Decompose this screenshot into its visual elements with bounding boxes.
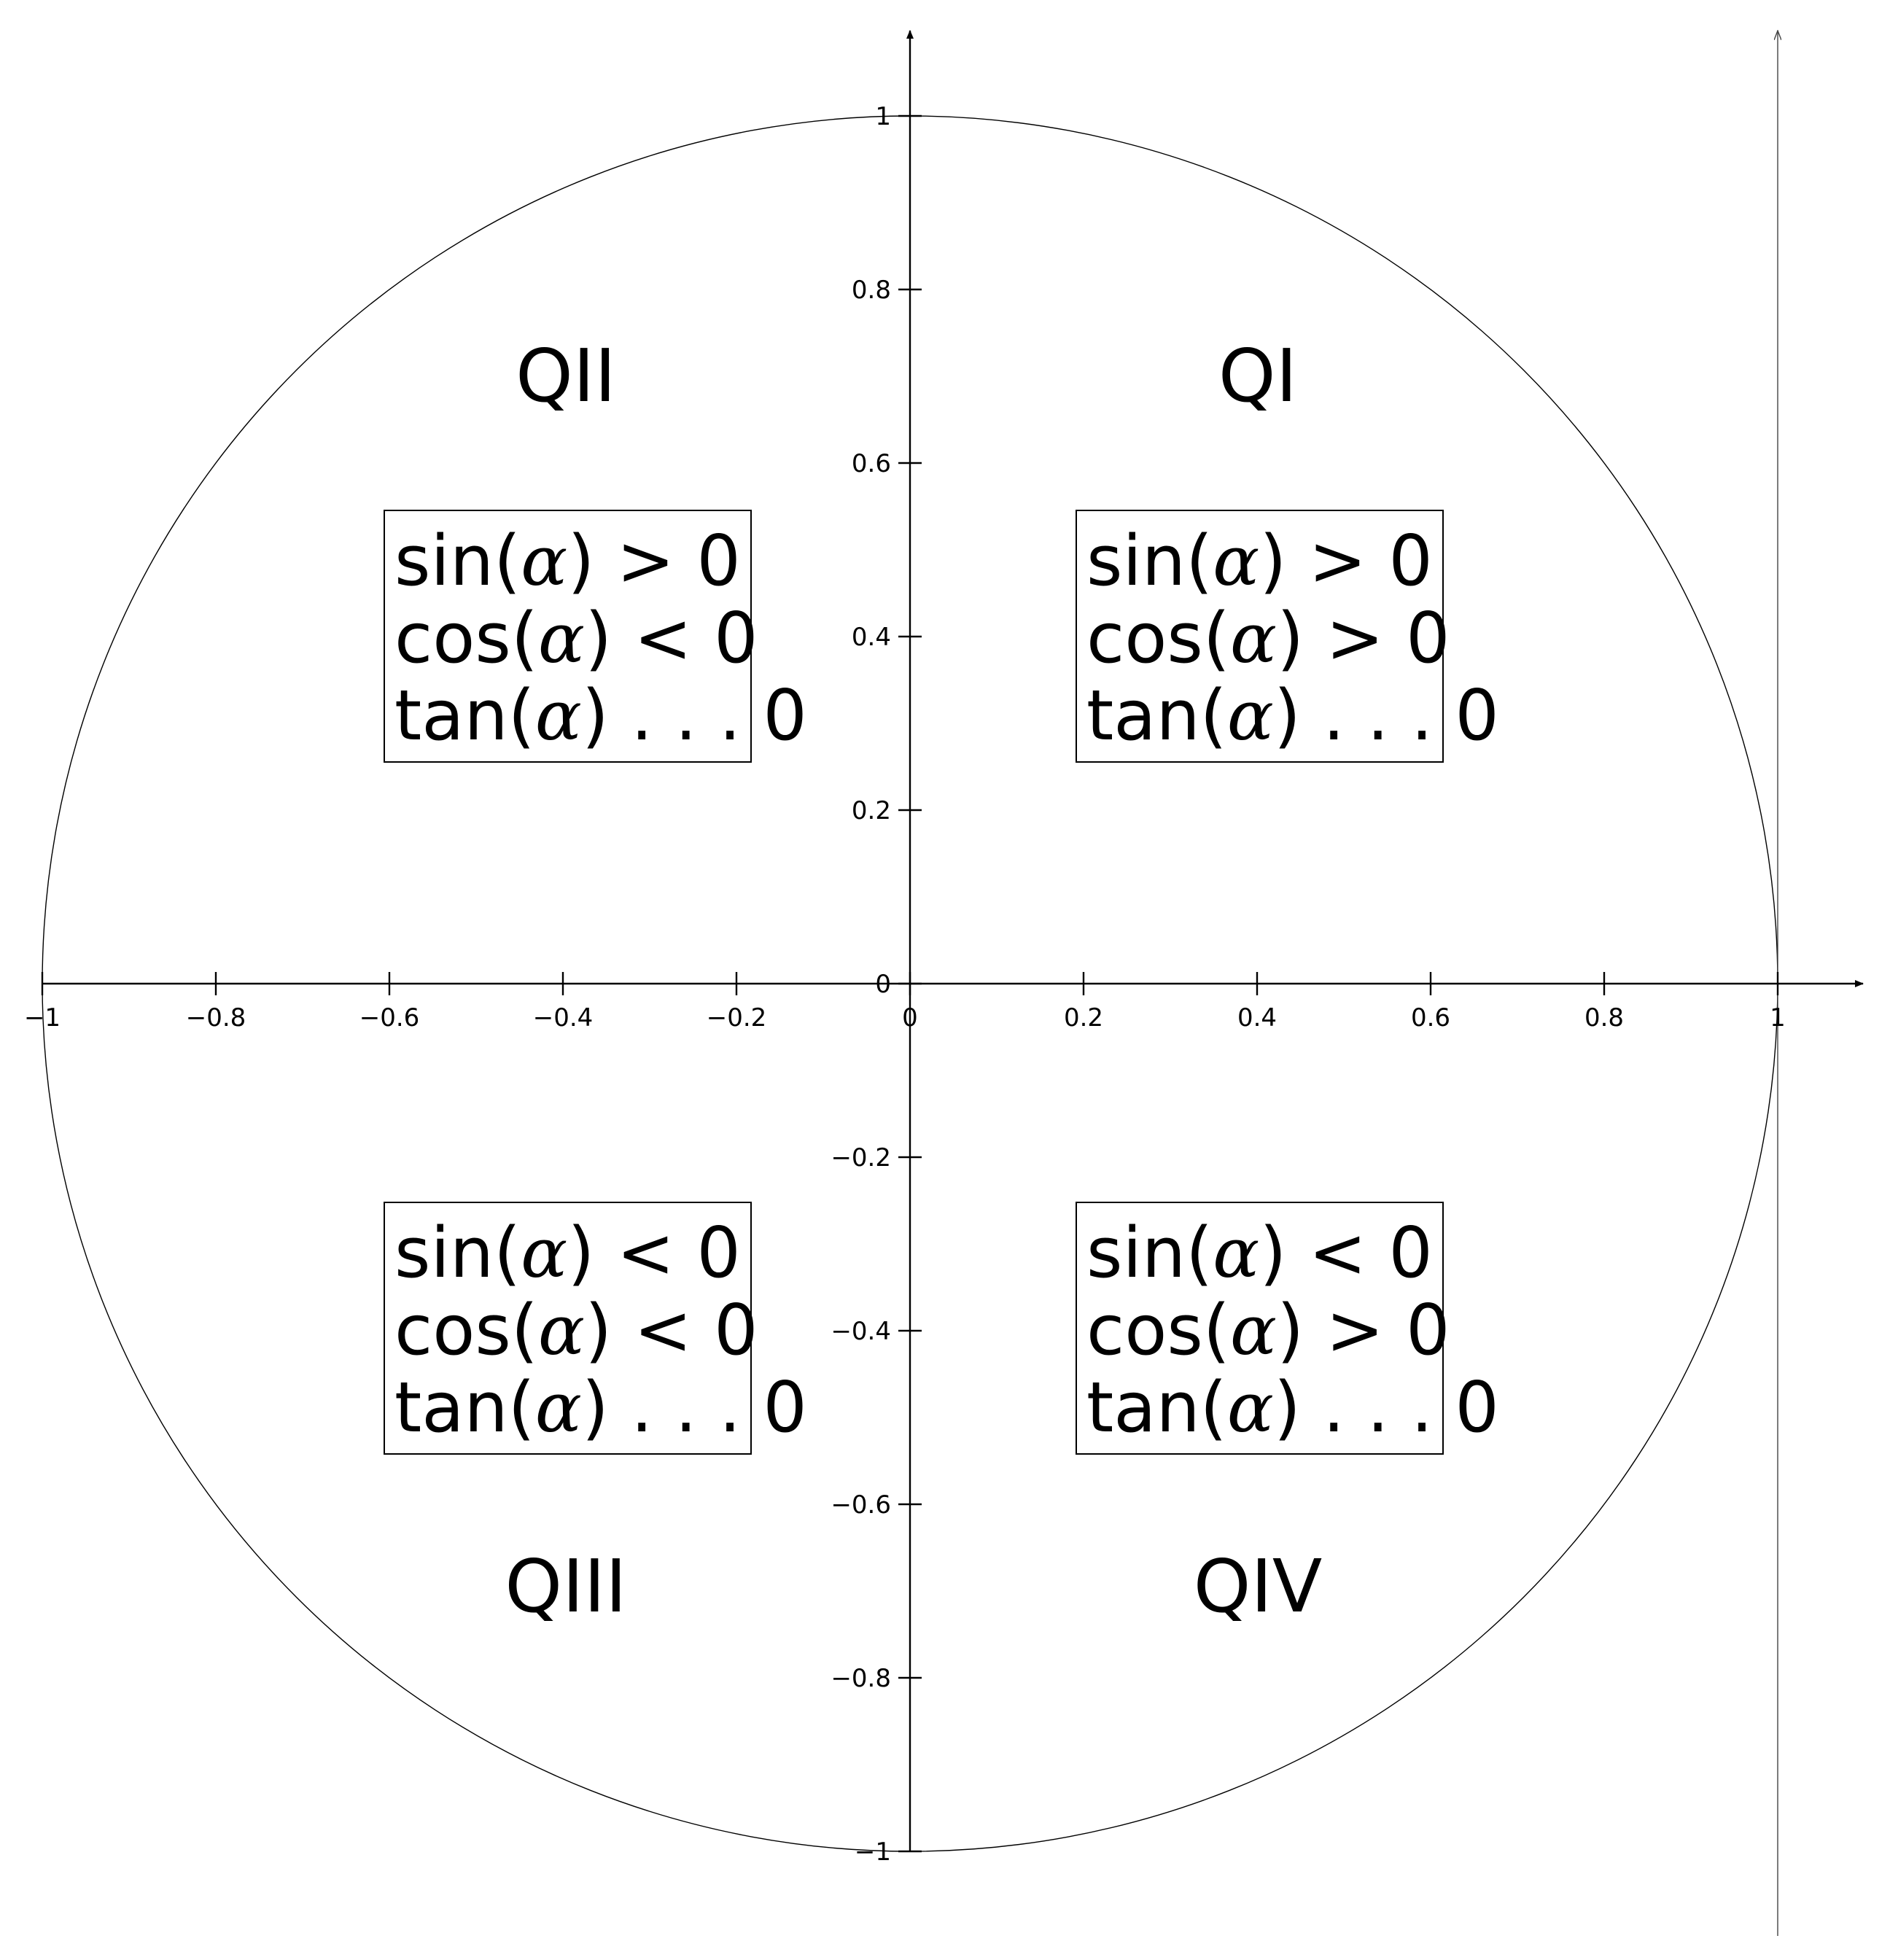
- y-tick-label: 0: [875, 970, 891, 999]
- sign-rule-angle: α: [535, 676, 582, 756]
- sign-rule-comparison: ) > 0: [1259, 521, 1433, 602]
- sign-rule-line: cos(α) > 0: [1086, 1291, 1450, 1371]
- sign-rule-angle: α: [535, 1368, 582, 1448]
- sign-rule-line: tan(α) . . . 0: [394, 1368, 807, 1448]
- sign-rule-angle: α: [538, 1291, 585, 1371]
- x-tick-label: 0.6: [1411, 1003, 1450, 1032]
- sign-rule-line: sin(α) > 0: [1086, 521, 1433, 602]
- x-tick-label: 0.4: [1237, 1003, 1277, 1032]
- sign-rule-angle: α: [1230, 1291, 1277, 1371]
- x-tick-label: 0.8: [1584, 1003, 1624, 1032]
- x-tick-label: 0: [902, 1003, 918, 1032]
- sign-rule-angle: α: [1213, 1213, 1259, 1294]
- sign-rule-line: cos(α) < 0: [394, 599, 758, 679]
- sign-rule-function: tan(: [1086, 676, 1227, 756]
- sign-rule-function: tan(: [394, 676, 535, 756]
- sign-rule-angle: α: [521, 1213, 567, 1294]
- sign-rule-comparison: ) > 0: [1277, 1291, 1450, 1371]
- sign-box-frame: [384, 1202, 752, 1455]
- y-tick-label: −0.6: [831, 1490, 891, 1520]
- x-tick-label: −0.8: [186, 1003, 246, 1032]
- x-tick-label: −1: [24, 1003, 61, 1032]
- y-tick-label: −0.2: [831, 1143, 891, 1172]
- sign-rule-function: cos(: [1086, 1291, 1230, 1371]
- sign-rule-function: sin(: [1086, 1213, 1213, 1294]
- sign-rule-line: tan(α) . . . 0: [1086, 676, 1499, 756]
- sign-rule-comparison: ) . . . 0: [1274, 1368, 1499, 1448]
- sign-rule-function: sin(: [394, 1213, 521, 1294]
- sign-rule-function: tan(: [1086, 1368, 1227, 1448]
- quadrant-title-qiv: QIV: [1194, 1544, 1323, 1629]
- sign-rule-angle: α: [1227, 1368, 1274, 1448]
- x-tick-label: 0.2: [1064, 1003, 1103, 1032]
- sign-rule-angle: α: [1230, 599, 1277, 679]
- sign-rule-comparison: ) > 0: [567, 521, 741, 602]
- sign-box-frame: [384, 510, 752, 763]
- y-tick-label: 0.8: [852, 276, 891, 305]
- y-tick-label: 0.4: [852, 623, 891, 652]
- x-axis-ticks: −1 −0.8 −0.6 −0.4 −0.2 0 0.2 0.4 0.6 0.8 1: [24, 972, 1786, 1032]
- sign-rule-angle: α: [1213, 521, 1259, 602]
- sign-box-frame: [1076, 510, 1444, 763]
- sign-rule-line: sin(α) < 0: [1086, 1213, 1433, 1294]
- sign-rule-comparison: ) < 0: [567, 1213, 741, 1294]
- x-tick-label: 1: [1770, 1003, 1786, 1032]
- sign-rule-angle: α: [1227, 676, 1274, 756]
- sign-rule-angle: α: [521, 521, 567, 602]
- sign-rule-comparison: ) < 0: [1259, 1213, 1433, 1294]
- y-tick-label: −0.8: [831, 1664, 891, 1693]
- y-tick-label: −0.4: [831, 1317, 891, 1346]
- quadrant-title-qiii: QIII: [505, 1544, 626, 1629]
- sign-rule-angle: α: [538, 599, 585, 679]
- sign-rule-line: tan(α) . . . 0: [1086, 1368, 1499, 1448]
- sign-rule-line: sin(α) < 0: [394, 1213, 741, 1294]
- sign-rule-function: cos(: [394, 1291, 538, 1371]
- sign-rule-comparison: ) . . . 0: [582, 1368, 807, 1448]
- x-tick-label: −0.2: [707, 1003, 767, 1032]
- sign-rule-function: sin(: [394, 521, 521, 602]
- sign-box-frame: [1076, 1202, 1444, 1455]
- sign-rule-comparison: ) < 0: [585, 1291, 758, 1371]
- sign-rule-line: tan(α) . . . 0: [394, 676, 807, 756]
- sign-rule-line: cos(α) < 0: [394, 1291, 758, 1371]
- sign-rule-line: sin(α) > 0: [394, 521, 741, 602]
- x-tick-label: −0.6: [359, 1003, 420, 1032]
- sign-rule-line: cos(α) > 0: [1086, 599, 1450, 679]
- sign-rule-comparison: ) . . . 0: [1274, 676, 1499, 756]
- sign-rule-comparison: ) . . . 0: [582, 676, 807, 756]
- y-tick-label: 0.2: [852, 796, 891, 825]
- y-tick-label: 1: [875, 102, 891, 131]
- sign-rule-function: cos(: [394, 599, 538, 679]
- quadrant-title-qii: QII: [516, 333, 616, 419]
- sign-rule-function: cos(: [1086, 599, 1230, 679]
- sign-rule-function: sin(: [1086, 521, 1213, 602]
- y-tick-label: 0.6: [852, 449, 891, 478]
- sign-rule-comparison: ) > 0: [1277, 599, 1450, 679]
- quadrant-title-qi: QI: [1218, 333, 1297, 419]
- sign-rule-comparison: ) < 0: [585, 599, 758, 679]
- y-axis-ticks: 1 0.8 0.6 0.4 0.2 0 −0.2 −0.4 −0.6 −0.8 −1: [831, 102, 922, 1867]
- y-tick-label: −1: [855, 1838, 891, 1867]
- sign-rule-function: tan(: [394, 1368, 535, 1448]
- x-tick-label: −0.4: [533, 1003, 594, 1032]
